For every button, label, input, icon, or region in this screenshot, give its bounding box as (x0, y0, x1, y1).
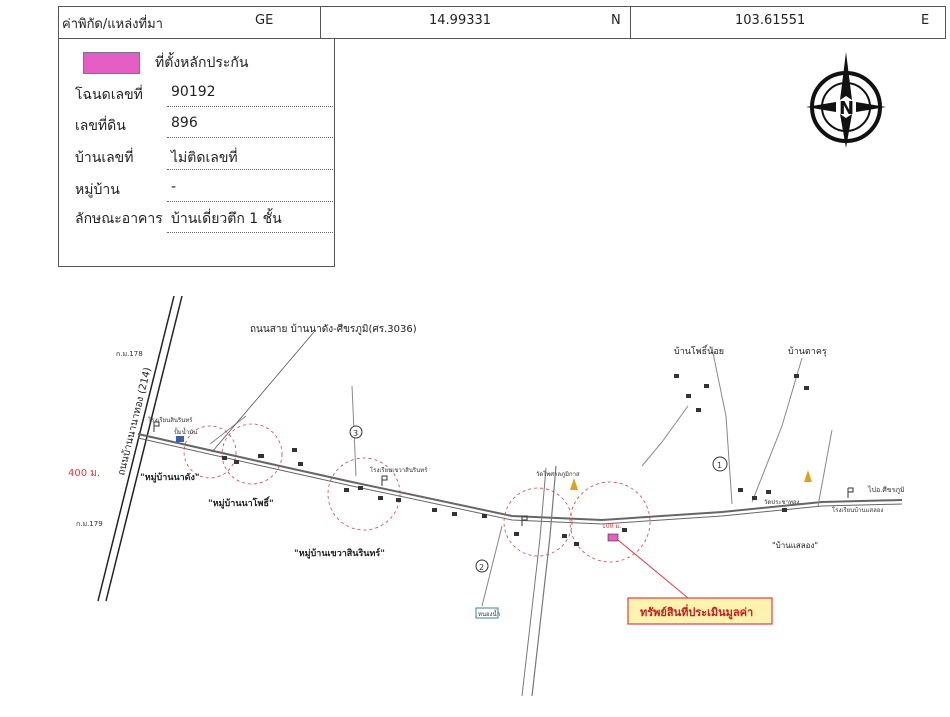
asset-callout-line (617, 539, 689, 599)
radius-circle (569, 481, 651, 563)
coord-source: GE (255, 13, 274, 28)
title-deed-value: 90192 (171, 84, 216, 100)
dotted-line (167, 232, 333, 233)
side-road (521, 467, 547, 697)
radius-circle (221, 423, 283, 485)
land-number-value: 896 (171, 115, 198, 131)
highway-line (105, 295, 183, 602)
radius-circle (503, 487, 573, 557)
main-road (137, 437, 903, 525)
longitude-value: 103.61551 (735, 13, 806, 28)
side-road (641, 405, 689, 467)
route-marker-2: 2 (479, 563, 484, 572)
coord-source-cell: ค่าพิกัด/แหล่งที่มา GE (59, 7, 321, 38)
north-letter: N (839, 98, 854, 119)
small-distance-label: 100 ม. (602, 523, 621, 530)
school-label: โรงเรียนสินรินทร์ (148, 416, 193, 424)
radius-circle (327, 457, 401, 531)
gas-station-label: ปั้มน้ำมัน (174, 426, 197, 436)
collateral-marker-icon (607, 533, 619, 542)
secondary-road-label: ถนนสาย บ้านนาดัง-ศีขรภูมิ(ศร.3036) (250, 323, 417, 335)
village-nadang-label: "หมู่บ้านนาดัง" (140, 472, 200, 483)
pond-icon (475, 607, 499, 619)
route-marker-3: 3 (353, 429, 358, 438)
latitude-value: 14.99331 (429, 13, 492, 28)
village-napho-label: "หมู่บ้านนาโพธิ์" (208, 496, 274, 509)
longitude-cell: 103.61551 E (631, 7, 945, 38)
longitude-direction: E (921, 13, 930, 28)
km-marker-top: ก.ม.178 (116, 350, 143, 358)
village-phonoi-label: บ้านโพธิ์น้อย (674, 344, 724, 357)
school-flag-icon (847, 487, 854, 498)
coordinate-bar: ค่าพิกัด/แหล่งที่มา GE 14.99331 N 103.61… (58, 6, 946, 39)
school-label: โรงเรียนเขวาสินรินทร์ (370, 466, 428, 474)
side-road (481, 525, 503, 607)
collateral-marker-label: ที่ตั้งหลักประกัน (155, 55, 249, 71)
school-flag-icon (521, 515, 528, 526)
coord-label: ค่าพิกัด/แหล่งที่มา (62, 17, 163, 32)
school-label: โรงเรียนบ้านแสลอง (832, 506, 883, 514)
village-label: หมู่บ้าน (75, 182, 120, 198)
highway-line (97, 295, 175, 602)
km-marker-bottom: ก.ม.179 (76, 520, 103, 528)
gas-station-icon (176, 436, 184, 442)
dotted-line (167, 137, 333, 138)
temple-icon (804, 470, 812, 482)
temple-label: วัดไพศาลภูมิกาส (536, 470, 580, 478)
dotted-line (167, 169, 333, 170)
side-road (531, 465, 557, 697)
school-flag-icon (381, 475, 388, 486)
school-flag-icon (153, 421, 160, 432)
north-arrow-icon: N (806, 52, 886, 148)
side-road (751, 357, 803, 503)
property-legend: ที่ตั้งหลักประกัน โฉนดเลขที่ 90192 เลขที… (58, 39, 335, 267)
village-khwao-label: "หมู่บ้านเขวาสินรินทร์" (294, 547, 385, 559)
house-number-value: ไม่ติดเลขที่ (171, 150, 238, 166)
village-salong-label: "บ้านแสลอง" (772, 541, 818, 550)
map-canvas: ถนนบ้านนานาทอง (214) (68, 295, 905, 697)
temple-icon (570, 478, 578, 490)
route-marker-icon (349, 425, 363, 439)
building-type-label: ลักษณะอาคาร (75, 211, 163, 227)
route-marker-icon (712, 456, 728, 472)
collateral-marker-swatch (83, 52, 140, 74)
leader-line (209, 415, 247, 445)
route-marker-icon (475, 559, 489, 573)
latitude-cell: 14.99331 N (321, 7, 631, 38)
side-road (817, 429, 833, 507)
land-number-label: เลขที่ดิน (75, 118, 126, 134)
temple-label: วัดประชาทอง (764, 499, 800, 506)
route-marker-1: 1 (717, 461, 722, 470)
building-type-value: บ้านเดี่ยวตึก 1 ชั้น (171, 211, 282, 227)
dotted-line (167, 201, 333, 202)
asset-callout-box (627, 597, 773, 625)
latitude-direction: N (611, 13, 621, 28)
distance-label: 400 ม. (68, 468, 100, 479)
building-cluster (222, 374, 809, 546)
road-callout-line (211, 331, 315, 453)
asset-callout-label: ทรัพย์สินที่ประเมินมูลค่า (640, 604, 753, 620)
title-deed-label: โฉนดเลขที่ (75, 87, 143, 103)
dotted-line (167, 106, 333, 107)
side-road (711, 347, 733, 505)
main-road (137, 433, 903, 522)
house-number-label: บ้านเลขที่ (75, 150, 134, 166)
village-takru-label: บ้านตาครุ (788, 346, 827, 357)
pond-label: หนองน้ำ (478, 608, 500, 618)
radius-circle (183, 425, 237, 479)
location-map: ถนนบ้านนานาทอง (214) (62, 276, 950, 713)
village-value: - (171, 179, 177, 195)
direction-label: ไปอ.ศีขรภูมิ (867, 485, 905, 494)
